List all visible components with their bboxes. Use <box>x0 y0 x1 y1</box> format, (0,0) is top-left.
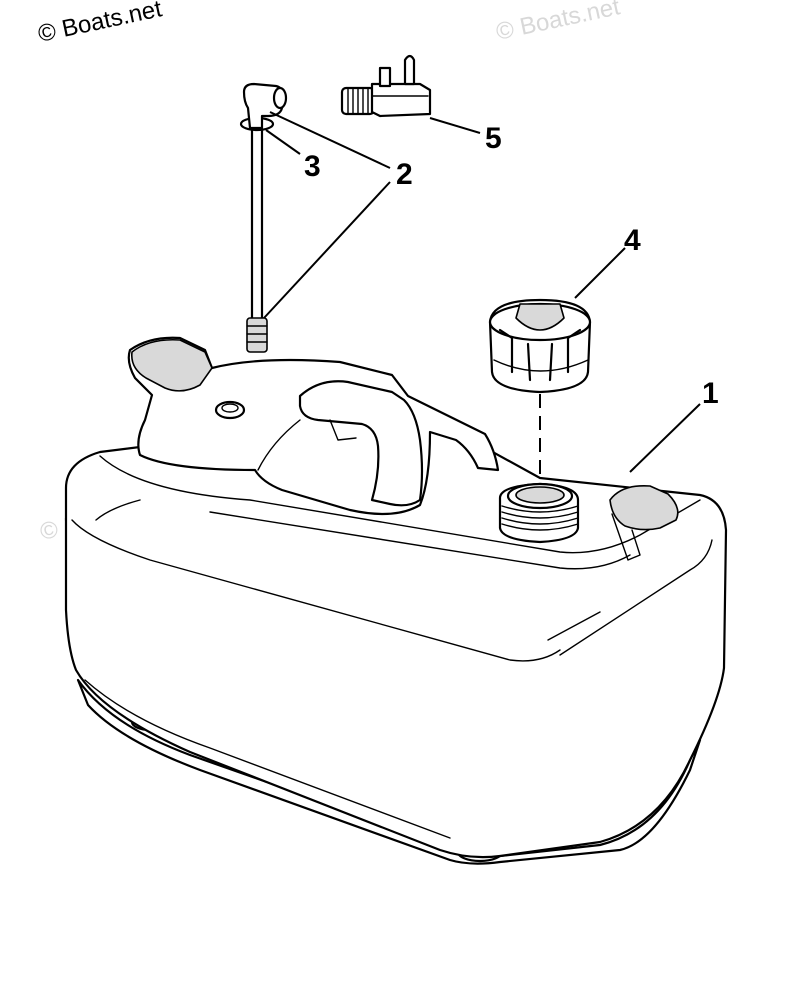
fuel-connector <box>340 54 432 118</box>
callout-2: 2 <box>396 158 413 191</box>
leader-2b <box>263 181 391 319</box>
pickup-tube-assembly <box>239 82 288 353</box>
watermark-top-left: © Boats.net <box>36 0 165 48</box>
watermark-top-right: © Boats.net <box>494 0 623 46</box>
callout-1: 1 <box>702 377 719 410</box>
fuel-tank <box>64 336 728 865</box>
filler-neck <box>498 482 580 544</box>
leader-3 <box>265 129 301 155</box>
callout-3: 3 <box>304 150 321 183</box>
leader-5 <box>429 117 481 134</box>
callout-4: 4 <box>624 224 641 257</box>
leader-4 <box>574 247 626 299</box>
filler-cap <box>488 298 592 394</box>
leader-2a <box>269 111 391 169</box>
callout-5: 5 <box>485 122 502 155</box>
leader-1 <box>629 403 701 473</box>
